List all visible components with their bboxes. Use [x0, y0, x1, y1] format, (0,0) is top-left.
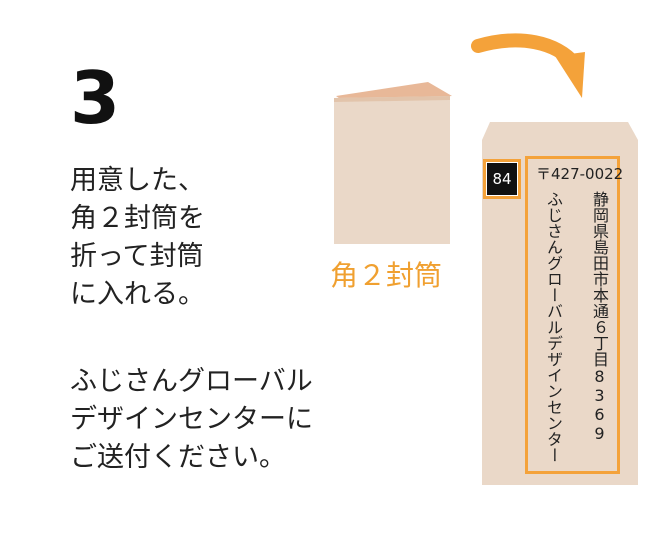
- instruction-line: に入れる。: [70, 279, 205, 310]
- instruction-line: 折って封筒: [70, 241, 204, 272]
- instruction-text: 用意した、 角２封筒を 折って封筒 に入れる。: [70, 162, 205, 314]
- step-number: 3: [70, 56, 121, 140]
- postal-prefix: 84: [487, 163, 517, 195]
- envelope-label: 角２封筒: [330, 259, 443, 292]
- address-box: 〒427-0022 静岡県島田市本通６丁目8369 ふじさんグローバルデザインセ…: [525, 156, 624, 474]
- curved-arrow-icon: [471, 33, 585, 98]
- destination-line: デザインセンターに: [70, 404, 313, 435]
- destination-line: ご送付ください。: [70, 442, 286, 473]
- destination-text: ふじさんグローバル デザインセンターに ご送付ください。: [70, 363, 313, 477]
- address-recipient: ふじさんグローバルデザインセンター: [544, 191, 563, 463]
- postal-prefix-box: 84: [483, 159, 521, 199]
- postal-code: 〒427-0022: [536, 165, 624, 183]
- folded-card-icon: [334, 82, 452, 244]
- destination-line: ふじさんグローバル: [70, 366, 313, 397]
- instruction-line: 用意した、: [70, 165, 205, 196]
- address-street: 静岡県島田市本通６丁目8369: [590, 191, 609, 443]
- instruction-line: 角２封筒を: [70, 203, 205, 234]
